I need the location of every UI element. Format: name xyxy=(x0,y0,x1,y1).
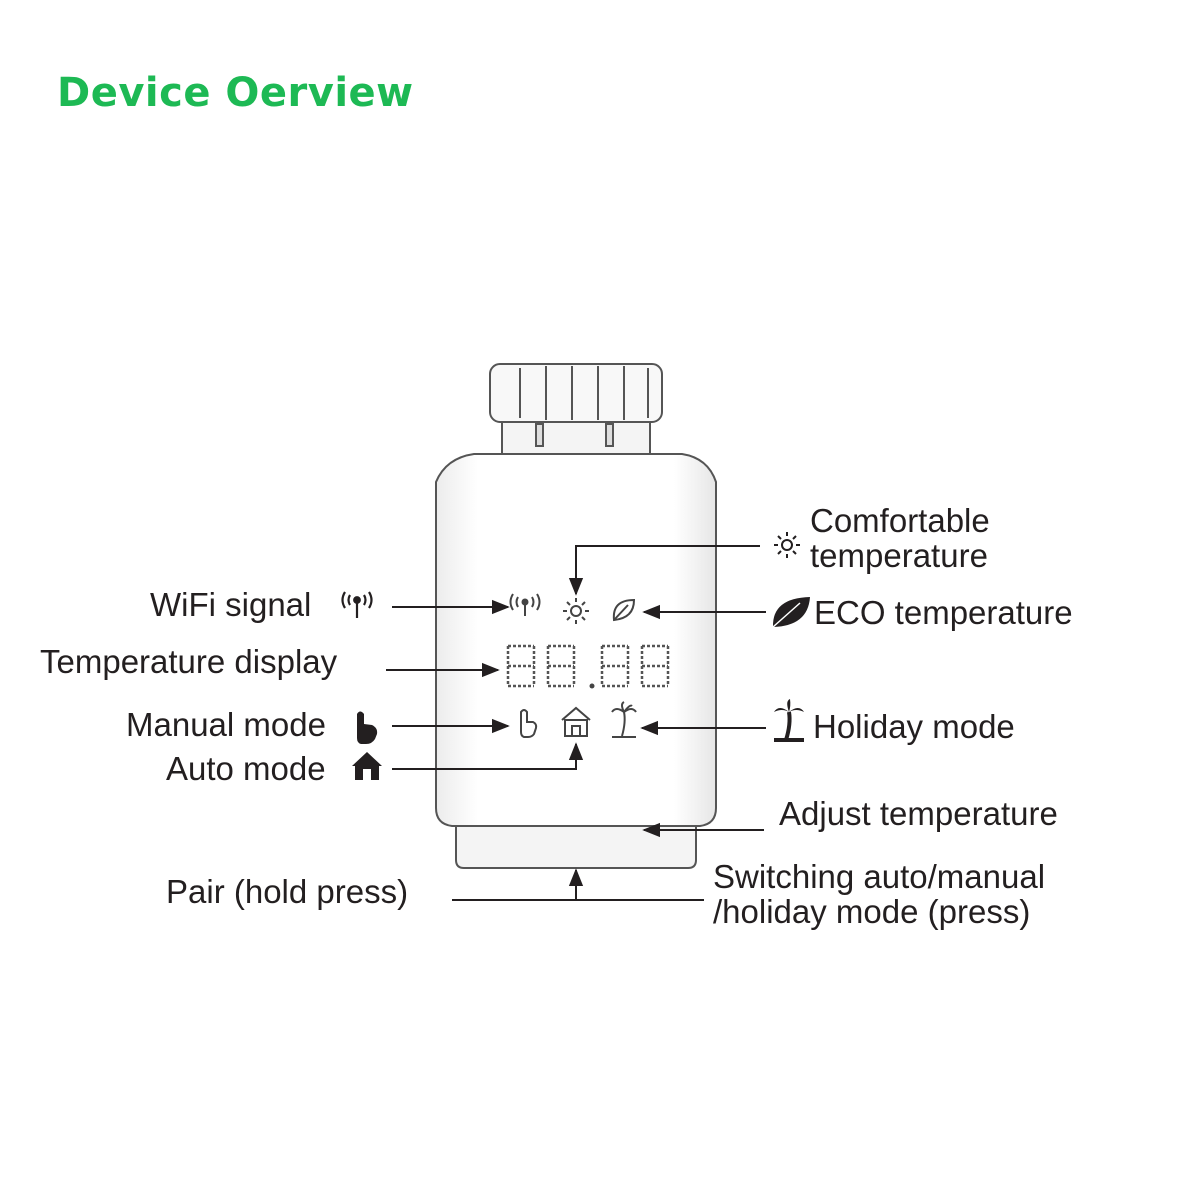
temperature-display xyxy=(506,644,670,689)
display-digit xyxy=(640,644,670,688)
adjust-temperature-label: Adjust temperature xyxy=(779,795,1058,832)
manual-mode-label-icon xyxy=(357,711,378,744)
eco-label-icon xyxy=(772,597,810,628)
palm-tree-icon xyxy=(611,701,637,738)
wifi-label-icon xyxy=(341,591,373,618)
manual-mode-label: Manual mode xyxy=(126,706,326,743)
house-icon xyxy=(561,706,591,737)
auto-mode-label-icon xyxy=(352,752,382,780)
valve-nut xyxy=(489,363,663,423)
comfortable-label-line1: Comfortable xyxy=(810,502,990,539)
leaf-icon xyxy=(612,598,636,622)
eco-temperature-label: ECO temperature xyxy=(814,594,1073,631)
sun-icon xyxy=(563,598,589,624)
wifi-signal-icon xyxy=(509,593,541,616)
wifi-signal-label: WiFi signal xyxy=(150,586,312,623)
temperature-display-label: Temperature display xyxy=(40,643,338,680)
page-title: Device Oerview xyxy=(57,70,414,116)
pair-label: Pair (hold press) xyxy=(166,873,409,910)
auto-mode-label: Auto mode xyxy=(166,750,326,787)
valve-stem xyxy=(501,421,651,455)
display-digit xyxy=(600,644,630,688)
comfortable-label-icon xyxy=(774,532,800,558)
thermostat-body xyxy=(435,453,717,827)
display-digit xyxy=(506,644,536,688)
holiday-label-icon xyxy=(774,699,804,742)
comfortable-label-line2: temperature xyxy=(810,537,988,574)
holiday-mode-label: Holiday mode xyxy=(813,708,1015,745)
leader-lines xyxy=(386,545,766,901)
adjust-ring xyxy=(455,825,697,869)
display-decimal-point xyxy=(589,683,595,689)
hand-icon xyxy=(520,709,538,738)
switching-label-line1: Switching auto/manual xyxy=(713,858,1046,895)
display-digit xyxy=(546,644,576,688)
switching-label-line2: /holiday mode (press) xyxy=(713,893,1031,930)
